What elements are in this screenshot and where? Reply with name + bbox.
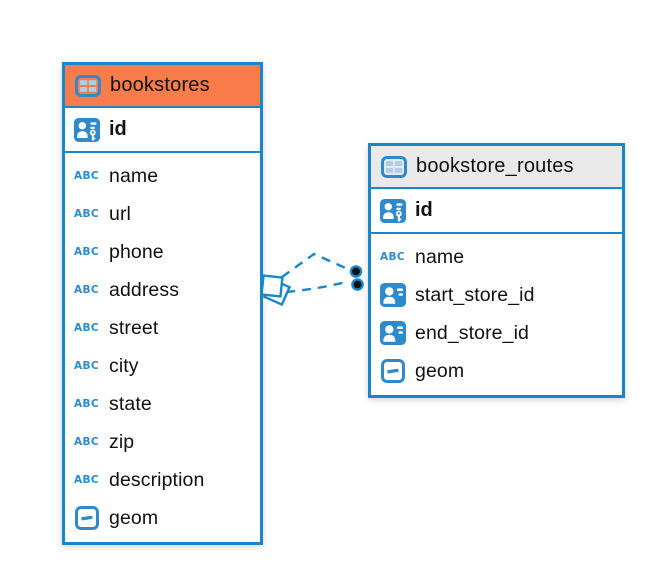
column-label: url [109, 202, 131, 225]
column-label: street [109, 316, 159, 339]
abc-icon: ABC [73, 436, 100, 448]
table-columns: ABC name ABC url ABC phone ABC address A… [65, 153, 260, 542]
abc-icon: ABC [73, 208, 100, 220]
column-row-end-store-id[interactable]: end_store_id [371, 314, 622, 352]
relationship-line-lower [285, 280, 347, 294]
relationship-source-marker[interactable] [260, 274, 292, 307]
table-title: bookstore_routes [416, 155, 574, 177]
column-row-zip[interactable]: ABC zip [65, 423, 260, 461]
column-row-state[interactable]: ABC state [65, 385, 260, 423]
column-label: id [109, 118, 127, 140]
table-header-bookstores[interactable]: bookstores [65, 65, 260, 108]
person-key-icon [379, 199, 406, 223]
abc-icon: ABC [73, 322, 100, 334]
column-row-name[interactable]: ABC name [371, 238, 622, 276]
abc-icon: ABC [73, 474, 100, 486]
column-label: description [109, 468, 205, 491]
column-row-start-store-id[interactable]: start_store_id [371, 276, 622, 314]
abc-icon: ABC [73, 246, 100, 258]
person-card-icon [379, 283, 406, 307]
column-label: id [415, 199, 433, 221]
column-row-city[interactable]: ABC city [65, 347, 260, 385]
table-grid-icon [74, 75, 101, 97]
column-row-geom[interactable]: geom [65, 499, 260, 537]
abc-icon: ABC [379, 251, 406, 263]
column-label: geom [415, 359, 465, 382]
column-label: address [109, 278, 180, 301]
table-bookstores[interactable]: bookstores id ABC name ABC url ABC phone… [62, 62, 263, 545]
column-row-id[interactable]: id [371, 189, 622, 234]
column-label: name [415, 245, 465, 268]
column-row-description[interactable]: ABC description [65, 461, 260, 499]
column-row-geom[interactable]: geom [371, 352, 622, 390]
column-row-id[interactable]: id [65, 108, 260, 153]
column-label: geom [109, 506, 159, 529]
relationship-connection[interactable] [260, 252, 364, 307]
geometry-icon [73, 506, 100, 530]
table-bookstore-routes[interactable]: bookstore_routes id ABC name start_store… [368, 143, 625, 398]
table-header-bookstore-routes[interactable]: bookstore_routes [371, 146, 622, 189]
abc-icon: ABC [73, 398, 100, 410]
column-label: end_store_id [415, 321, 529, 344]
relationship-line-upper [281, 252, 351, 278]
abc-icon: ABC [73, 360, 100, 372]
table-columns: ABC name start_store_id end_store_id ge [371, 234, 622, 395]
column-label: city [109, 354, 139, 377]
column-row-phone[interactable]: ABC phone [65, 233, 260, 271]
column-row-name[interactable]: ABC name [65, 157, 260, 195]
column-label: zip [109, 430, 135, 453]
abc-icon: ABC [73, 284, 100, 296]
relationship-target-marker[interactable] [349, 265, 364, 291]
geometry-icon [379, 359, 406, 383]
column-label: start_store_id [415, 283, 535, 306]
abc-icon: ABC [73, 170, 100, 182]
column-row-url[interactable]: ABC url [65, 195, 260, 233]
column-row-address[interactable]: ABC address [65, 271, 260, 309]
table-title: bookstores [110, 74, 210, 96]
column-label: phone [109, 240, 164, 263]
column-label: state [109, 392, 152, 415]
column-label: name [109, 164, 159, 187]
person-key-icon [73, 118, 100, 142]
person-card-icon [379, 321, 406, 345]
table-grid-icon [380, 156, 407, 178]
column-row-street[interactable]: ABC street [65, 309, 260, 347]
